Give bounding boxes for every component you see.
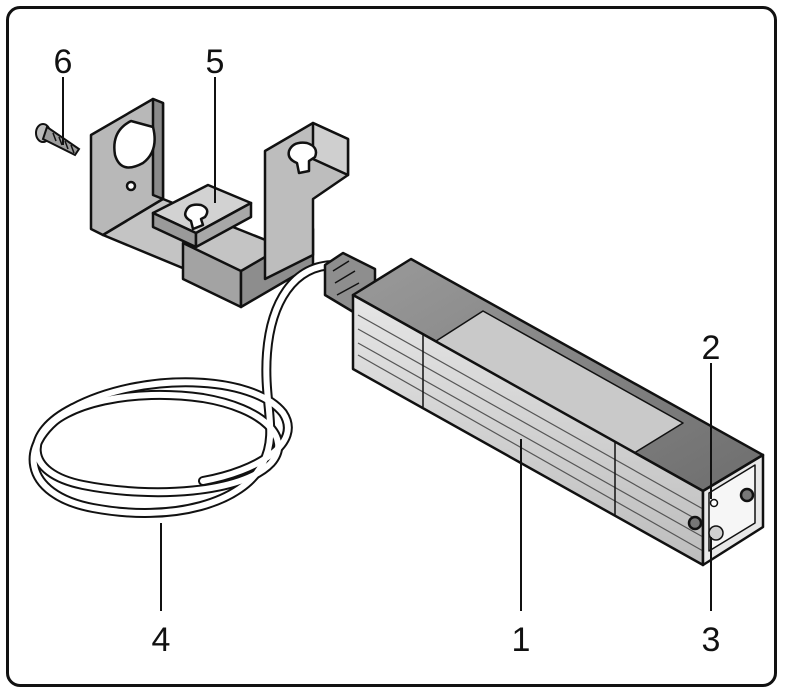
button-icon <box>708 525 724 541</box>
device-housing <box>323 251 765 567</box>
led-indicator-icon <box>709 498 719 508</box>
callout-3: 3 <box>701 621 721 659</box>
callout-5: 5 <box>205 43 225 81</box>
device-illustration <box>28 77 765 611</box>
screw <box>35 123 81 157</box>
callout-1: 1 <box>511 621 531 659</box>
cable <box>28 260 340 518</box>
mounting-bracket <box>89 97 350 309</box>
leader-lines <box>62 77 712 611</box>
callout-6: 6 <box>53 43 73 81</box>
callout-2: 2 <box>701 329 721 367</box>
diagram-frame: 6 5 2 3 4 1 <box>6 6 777 687</box>
callout-4: 4 <box>151 621 171 659</box>
